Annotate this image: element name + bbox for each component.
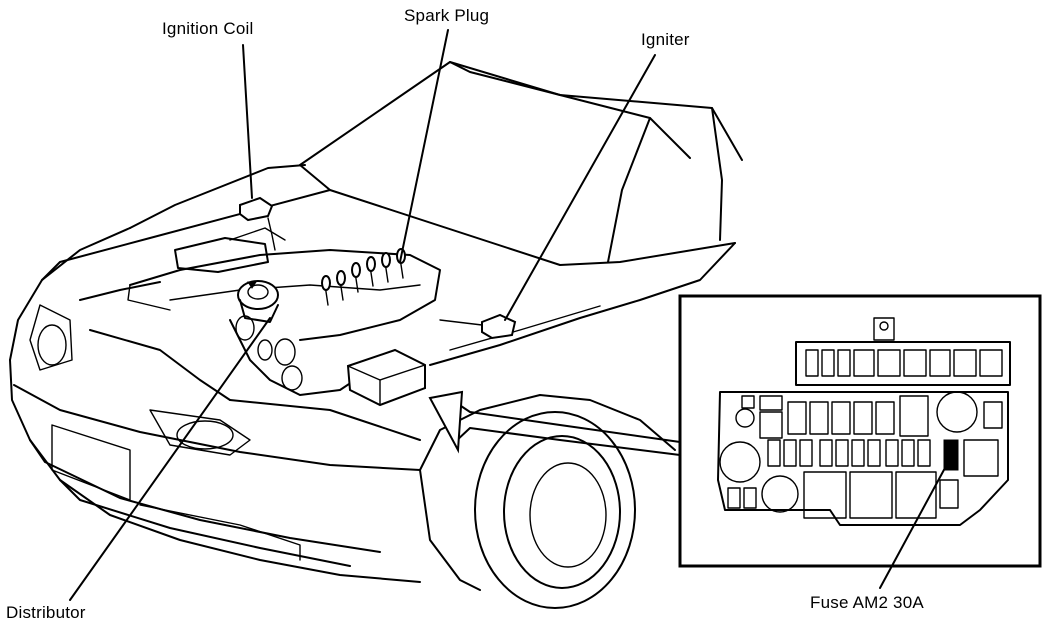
label-ignition-coil: Ignition Coil: [162, 19, 254, 38]
leader-ignition-coil: [242, 44, 253, 199]
leader-distributor: [69, 317, 271, 601]
leader-lines: [69, 29, 953, 601]
leader-fuse: [879, 454, 953, 589]
label-fuse: Fuse AM2 30A: [810, 593, 924, 612]
pointer-arrow: [428, 390, 681, 456]
label-igniter: Igniter: [641, 30, 690, 49]
ignition-coil-part: [239, 196, 276, 251]
distributor-part: [237, 280, 279, 323]
leader-igniter: [504, 54, 656, 321]
label-spark-plug: Spark Plug: [404, 6, 490, 25]
leader-spark-plug: [399, 29, 449, 263]
car-body: [9, 61, 743, 609]
engine: [127, 196, 517, 407]
label-distributor: Distributor: [6, 603, 86, 622]
fuse-panel-inset: [678, 294, 1042, 568]
spark-plugs: [321, 248, 406, 306]
fuse-am2-highlight: [943, 439, 959, 471]
igniter-part: [439, 313, 517, 340]
